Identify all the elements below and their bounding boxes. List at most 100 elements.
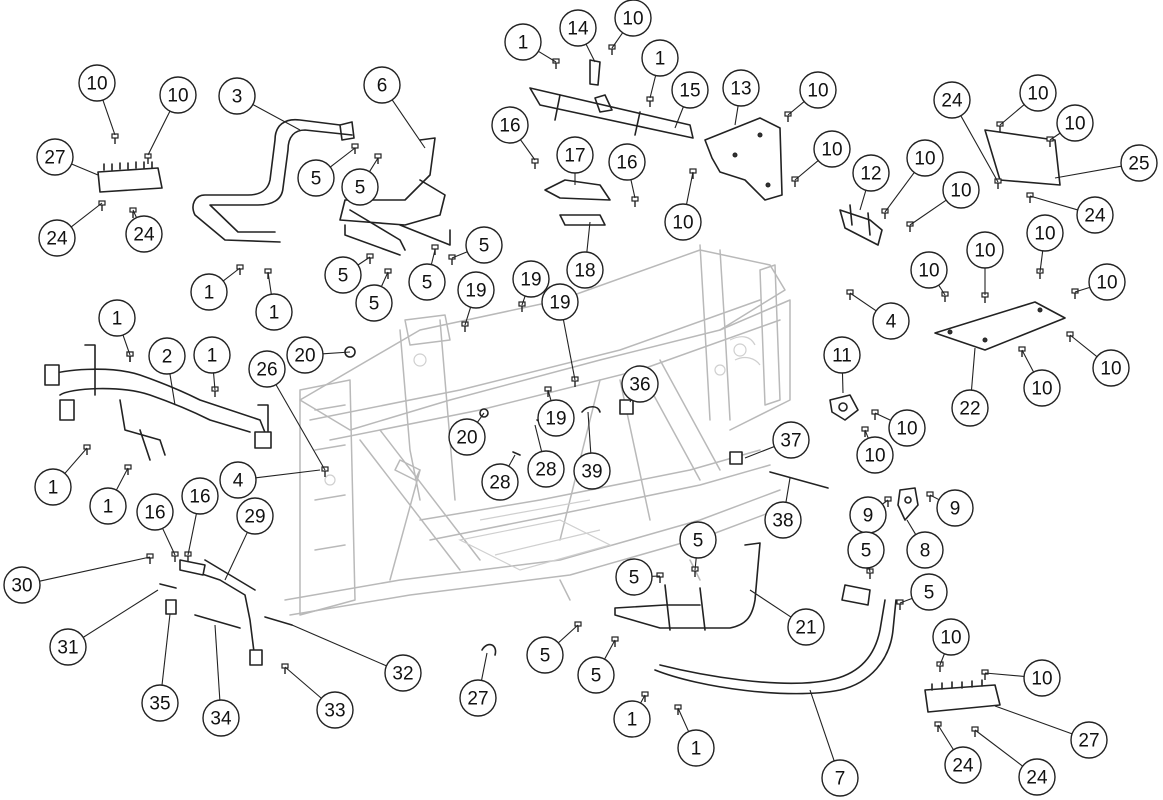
fastener-58 — [981, 669, 989, 680]
callout-8: 1 — [190, 273, 228, 311]
callout-circle — [408, 263, 446, 301]
callout-circle — [512, 260, 550, 298]
fastener-1 — [144, 153, 152, 164]
callout-label: 10 — [896, 419, 917, 440]
callout-circle — [764, 501, 802, 539]
leader-line-38 — [1039, 250, 1044, 273]
callout-32: 10 — [1019, 74, 1057, 112]
callout-45: 10 — [888, 409, 926, 447]
callout-53: 26 — [248, 350, 286, 388]
callout-circle — [888, 409, 926, 447]
callout-47: 1 — [98, 299, 136, 337]
callout-28: 12 — [852, 154, 890, 192]
leader-line-30 — [909, 199, 947, 226]
part-2-bumper — [49, 368, 271, 446]
callout-label: 28 — [535, 460, 556, 481]
leader-line-74 — [291, 624, 387, 667]
part-11-bracket — [829, 394, 859, 421]
callout-circle — [966, 231, 1004, 269]
leader-line-40 — [849, 292, 877, 312]
callout-label: 10 — [672, 213, 693, 234]
callout-78: 21 — [787, 608, 825, 646]
callout-36: 10 — [910, 251, 948, 289]
leader-line-72 — [214, 624, 221, 701]
leader-line-88 — [809, 689, 835, 762]
leader-line-31 — [960, 115, 999, 183]
callout-label: 10 — [86, 74, 107, 95]
callout-circle — [1026, 214, 1064, 252]
callout-label: 10 — [1031, 379, 1052, 400]
callout-label: 3 — [232, 87, 243, 108]
callout-64: 37 — [772, 421, 810, 459]
callout-label: 10 — [1034, 224, 1055, 245]
callout-38: 10 — [1026, 214, 1064, 252]
callout-42: 10 — [1023, 369, 1061, 407]
part-35-bushing — [165, 599, 177, 615]
leader-line-75 — [480, 652, 488, 681]
callout-circle — [677, 729, 715, 767]
callout-label: 5 — [355, 178, 366, 199]
callout-label: 1 — [48, 478, 59, 499]
callout-circle — [664, 203, 702, 241]
leader-line-90 — [984, 672, 1025, 677]
callout-circle — [556, 136, 594, 174]
part-31-bolt — [159, 583, 177, 589]
leader-line-62 — [587, 411, 592, 454]
part-3-rail — [192, 118, 341, 243]
callout-label: 10 — [864, 446, 885, 467]
leader-line-32 — [999, 104, 1025, 126]
callout-circle — [459, 679, 497, 717]
callout-label: 21 — [795, 618, 816, 639]
part-36-bushing — [619, 399, 634, 415]
leader-line-10 — [391, 99, 426, 149]
leader-line-3 — [70, 202, 103, 228]
callout-label: 16 — [189, 487, 210, 508]
fastener-54 — [926, 491, 934, 502]
callout-label: 10 — [167, 86, 188, 107]
callout-circle — [324, 256, 362, 294]
callout-label: 25 — [1128, 154, 1149, 175]
callout-23: 18 — [566, 251, 604, 289]
callout-circle — [944, 746, 982, 784]
callout-circle — [255, 293, 293, 331]
leader-line-85 — [906, 519, 917, 535]
part-25-plate — [984, 129, 1061, 186]
part-27-footrest-right — [924, 684, 1001, 713]
callout-77: 5 — [679, 521, 717, 559]
callout-43: 10 — [1092, 349, 1130, 387]
part-14-strap — [589, 59, 601, 86]
callout-72: 34 — [202, 699, 240, 737]
callout-35: 24 — [1076, 196, 1114, 234]
callout-circle — [541, 283, 579, 321]
leader-line-27 — [685, 171, 694, 205]
callout-label: 5 — [924, 583, 935, 604]
callout-circle — [813, 130, 851, 168]
callout-label: 30 — [11, 576, 32, 597]
leader-line-14 — [451, 251, 468, 259]
callout-3: 24 — [38, 219, 76, 257]
callout-label: 11 — [832, 346, 852, 367]
leader-line-13 — [430, 249, 436, 265]
callout-circle — [218, 77, 256, 115]
callout-label: 10 — [1100, 359, 1121, 380]
callout-59: 20 — [448, 418, 486, 456]
callout-circle — [936, 489, 974, 527]
callout-circle — [384, 654, 422, 692]
callout-label: 19 — [465, 281, 486, 302]
fastener-12 — [552, 58, 560, 69]
callout-circle — [248, 350, 286, 388]
callout-label: 34 — [210, 709, 232, 730]
callout-19: 15 — [671, 71, 709, 109]
leader-line-45 — [874, 412, 891, 421]
callout-label: 20 — [456, 428, 477, 449]
part-37-bushing — [729, 451, 743, 465]
callout-circle — [125, 215, 163, 253]
callout-70: 31 — [49, 628, 87, 666]
callout-label: 9 — [950, 499, 961, 520]
callout-label: 1 — [691, 739, 702, 760]
leader-line-86 — [868, 567, 871, 573]
main-frame — [284, 244, 791, 616]
part-17-bracket — [544, 179, 611, 201]
part-21-step — [614, 542, 761, 629]
callout-circle — [573, 452, 611, 490]
